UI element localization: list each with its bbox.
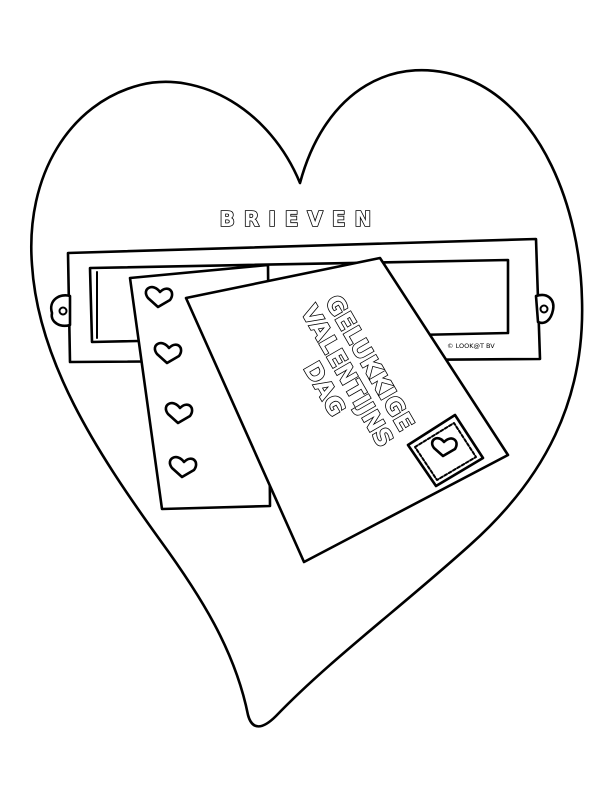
- screw-icon: [58, 306, 68, 316]
- screw-icon: [534, 293, 555, 325]
- screw-icon: [539, 304, 549, 314]
- stamp-icon: [406, 413, 485, 488]
- copyright-credit: © LOOK@T BV: [447, 342, 495, 350]
- heart-icon: [144, 285, 174, 309]
- screw-icon: [49, 294, 72, 328]
- heart-icon: [430, 436, 458, 458]
- heart-icon: [168, 455, 198, 479]
- heart-icon: [164, 401, 194, 425]
- mailbox-label: BRIEVEN: [220, 207, 381, 231]
- heart-icon: [153, 341, 183, 365]
- valentine-card: GELUKKIGE VALENTIJNS DAG: [184, 256, 510, 564]
